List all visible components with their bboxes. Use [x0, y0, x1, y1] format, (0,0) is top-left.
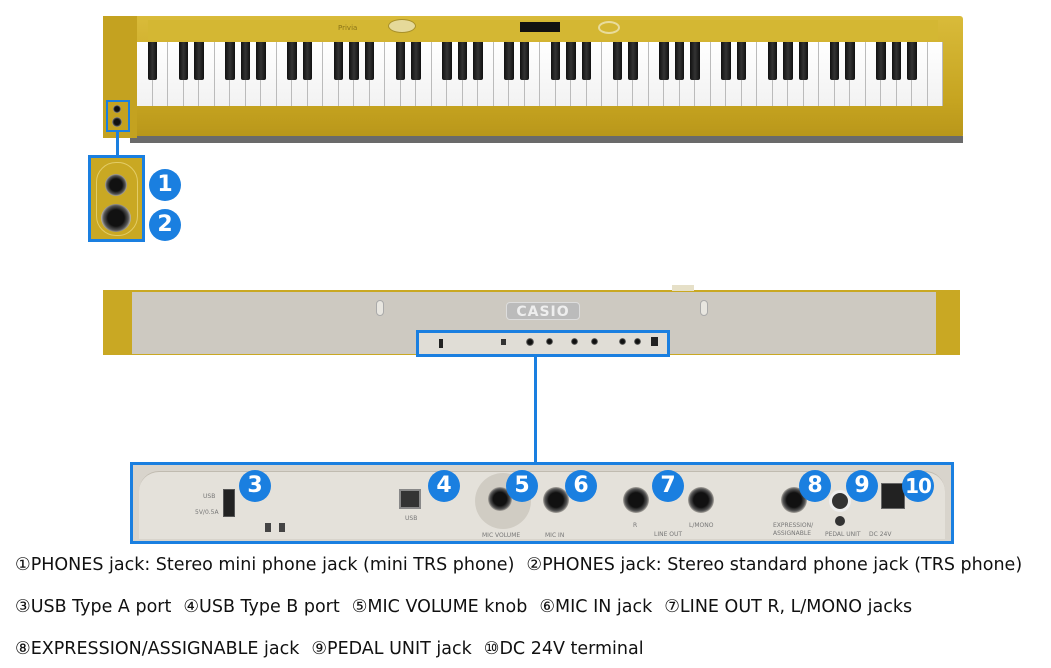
black-key[interactable] [473, 42, 483, 80]
callout-line [534, 357, 537, 463]
mini-phones-jack [113, 105, 121, 113]
black-key[interactable] [256, 42, 266, 80]
black-key[interactable] [767, 42, 778, 80]
panel-brand: Privia [338, 24, 358, 32]
black-key[interactable] [829, 42, 840, 80]
pedal-stub [672, 285, 694, 291]
black-key[interactable] [194, 42, 204, 80]
black-key[interactable] [721, 42, 731, 80]
usb-a-rating: 5V/0.5A [195, 509, 219, 516]
line-out-l-label: L/MONO [689, 522, 714, 529]
dc-24v-terminal[interactable] [881, 483, 905, 509]
pedal-unit-label: PEDAL UNIT [825, 531, 861, 538]
callout-3: 3 [239, 470, 271, 502]
mini-phones-jack-zoom [105, 174, 127, 196]
black-key[interactable] [628, 42, 638, 80]
pedal-unit-jack[interactable] [829, 490, 851, 512]
callout-1: 1 [149, 169, 181, 201]
black-key[interactable] [519, 42, 530, 80]
caption-line-out: ⑦LINE OUT R, L/MONO jacks [664, 597, 913, 617]
dial-knob[interactable] [598, 21, 620, 34]
black-key[interactable] [891, 42, 902, 80]
black-key[interactable] [349, 42, 359, 80]
volume-knob[interactable] [388, 19, 416, 33]
mic-in-label: MIC IN [545, 532, 565, 539]
dc-24v-label: DC 24V [869, 531, 892, 538]
black-key[interactable] [457, 42, 468, 80]
black-key[interactable] [442, 42, 452, 80]
black-key[interactable] [690, 42, 700, 80]
black-key[interactable] [147, 42, 158, 80]
callout-4: 4 [428, 470, 460, 502]
black-key[interactable] [302, 42, 313, 80]
black-key[interactable] [798, 42, 809, 80]
expression-label: EXPRESSION/ [773, 522, 814, 529]
black-key[interactable] [736, 42, 747, 80]
black-key[interactable] [333, 42, 344, 80]
assignable-label: ASSIGNABLE [773, 530, 811, 537]
usb-a-port[interactable] [223, 489, 235, 517]
black-key[interactable] [178, 42, 189, 80]
caption-line-2: ③USB Type A port ④USB Type B port ⑤MIC VOL… [15, 597, 924, 617]
callout-line [116, 132, 119, 156]
black-key[interactable] [287, 42, 297, 80]
caption-usb-a: ③USB Type A port [15, 597, 172, 617]
black-key[interactable] [395, 42, 406, 80]
phones-jacks-highlight [106, 100, 130, 132]
black-key[interactable] [783, 42, 793, 80]
usb-b-port[interactable] [399, 489, 421, 509]
display-screen [520, 22, 560, 32]
caption-mic-volume: ⑤MIC VOLUME knob [351, 597, 528, 617]
mount-slot-right [700, 300, 708, 316]
casio-logo: CASIO [506, 302, 580, 320]
black-key[interactable] [240, 42, 251, 80]
keyboard[interactable] [137, 42, 943, 106]
phones-jacks-zoom [88, 155, 145, 242]
black-key[interactable] [845, 42, 855, 80]
callout-6: 6 [565, 470, 597, 502]
caption-line-1: ①PHONES jack: Stereo mini phone jack (mi… [15, 555, 1034, 575]
black-key[interactable] [612, 42, 623, 80]
connector-panel-highlight [416, 330, 670, 357]
caption-phones-std: ②PHONES jack: Stereo standard phone jack… [526, 555, 1023, 575]
caption-line-3: ⑧EXPRESSION/ASSIGNABLE jack ⑨PEDAL UNIT j… [15, 639, 656, 659]
callout-9: 9 [846, 470, 878, 502]
black-key[interactable] [550, 42, 561, 80]
std-phones-jack [112, 117, 122, 127]
mic-in-jack[interactable] [543, 487, 569, 513]
caption-usb-b: ④USB Type B port [183, 597, 340, 617]
callout-5: 5 [506, 470, 538, 502]
usb-a-label: USB [203, 493, 216, 500]
black-key[interactable] [581, 42, 592, 80]
black-key[interactable] [364, 42, 375, 80]
caption-expression: ⑧EXPRESSION/ASSIGNABLE jack [15, 639, 300, 659]
caption-pedal-unit: ⑨PEDAL UNIT jack [311, 639, 472, 659]
mount-slot-left [376, 300, 384, 316]
black-key[interactable] [504, 42, 514, 80]
piano-base-strip [130, 136, 963, 143]
line-out-r-label: R [633, 522, 638, 529]
black-key[interactable] [659, 42, 669, 80]
caption-mic-in: ⑥MIC IN jack [539, 597, 653, 617]
line-out-l-jack[interactable] [688, 487, 714, 513]
black-key[interactable] [566, 42, 576, 80]
callout-10: 10 [902, 470, 934, 502]
callout-8: 8 [799, 470, 831, 502]
callout-2: 2 [149, 209, 181, 241]
white-key[interactable] [927, 42, 943, 106]
mic-volume-label: MIC VOLUME [482, 532, 521, 539]
black-key[interactable] [907, 42, 917, 80]
line-out-r-jack[interactable] [623, 487, 649, 513]
caption-dc: ⑩DC 24V terminal [483, 639, 644, 659]
black-key[interactable] [225, 42, 235, 80]
black-key[interactable] [674, 42, 685, 80]
line-out-label: LINE OUT [654, 531, 683, 538]
callout-7: 7 [652, 470, 684, 502]
black-key[interactable] [411, 42, 421, 80]
black-key[interactable] [876, 42, 886, 80]
std-phones-jack-zoom [101, 204, 131, 232]
usb-b-label: USB [405, 515, 418, 522]
caption-phones-mini: ①PHONES jack: Stereo mini phone jack (mi… [15, 555, 515, 575]
